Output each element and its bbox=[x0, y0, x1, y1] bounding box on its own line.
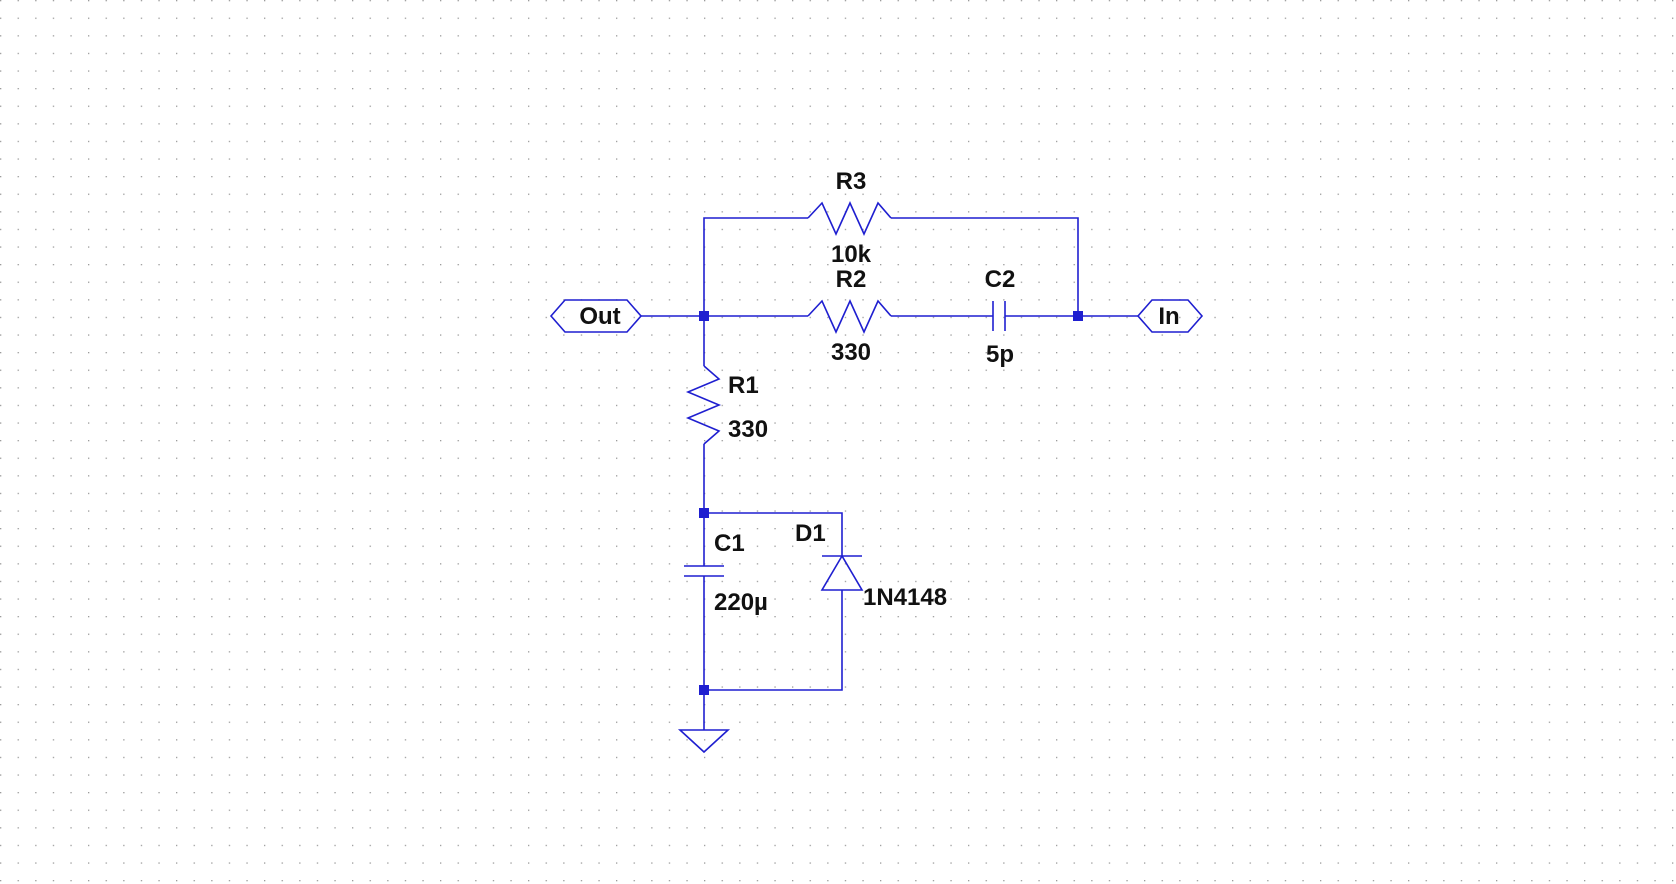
r1-ref-label: R1 bbox=[728, 372, 759, 399]
wire-r3-right[interactable] bbox=[891, 217, 1079, 316]
net-flag-frame-icon bbox=[1136, 299, 1204, 333]
r2-value-label: 330 bbox=[831, 339, 871, 366]
net-flag-in-label: In bbox=[1158, 303, 1179, 330]
resistor-r1[interactable] bbox=[685, 365, 722, 445]
capacitor-c1[interactable] bbox=[684, 565, 724, 577]
resistor-r2[interactable] bbox=[807, 299, 892, 334]
c2-ref-label: C2 bbox=[985, 266, 1016, 293]
net-flag-out-label: Out bbox=[579, 303, 620, 330]
wire-node-to-d1[interactable] bbox=[704, 512, 843, 556]
junction-dot bbox=[699, 685, 709, 695]
resistor-zigzag-icon bbox=[685, 365, 722, 445]
wire-r3-left[interactable] bbox=[703, 217, 808, 316]
resistor-zigzag-icon bbox=[807, 201, 892, 236]
junction-dot bbox=[699, 311, 709, 321]
junction-dot bbox=[699, 508, 709, 518]
ground-symbol-icon bbox=[677, 729, 731, 754]
net-flag-in[interactable]: In bbox=[1136, 299, 1204, 333]
diode-triangle-icon bbox=[820, 554, 864, 591]
wires bbox=[641, 217, 1138, 730]
d1-ref-label: D1 bbox=[795, 520, 826, 547]
junctions bbox=[699, 311, 1083, 695]
r3-ref-label: R3 bbox=[836, 168, 867, 195]
r1-value-label: 330 bbox=[728, 416, 768, 443]
c1-value-label: 220µ bbox=[714, 589, 768, 616]
junction-dot bbox=[1073, 311, 1083, 321]
diode-d1[interactable] bbox=[820, 554, 864, 591]
c2-value-label: 5p bbox=[986, 341, 1014, 368]
capacitor-c2[interactable] bbox=[992, 301, 1006, 331]
resistor-r3[interactable] bbox=[807, 201, 892, 236]
c1-ref-label: C1 bbox=[714, 530, 745, 557]
resistor-zigzag-icon bbox=[807, 299, 892, 334]
net-flag-out[interactable]: Out bbox=[549, 299, 643, 333]
r3-value-label: 10k bbox=[831, 241, 872, 268]
net-flag-frame-icon bbox=[549, 299, 643, 333]
d1-value-label: 1N4148 bbox=[863, 584, 947, 611]
wire-d1-to-ground-node[interactable] bbox=[704, 590, 843, 691]
r2-ref-label: R2 bbox=[836, 266, 867, 293]
